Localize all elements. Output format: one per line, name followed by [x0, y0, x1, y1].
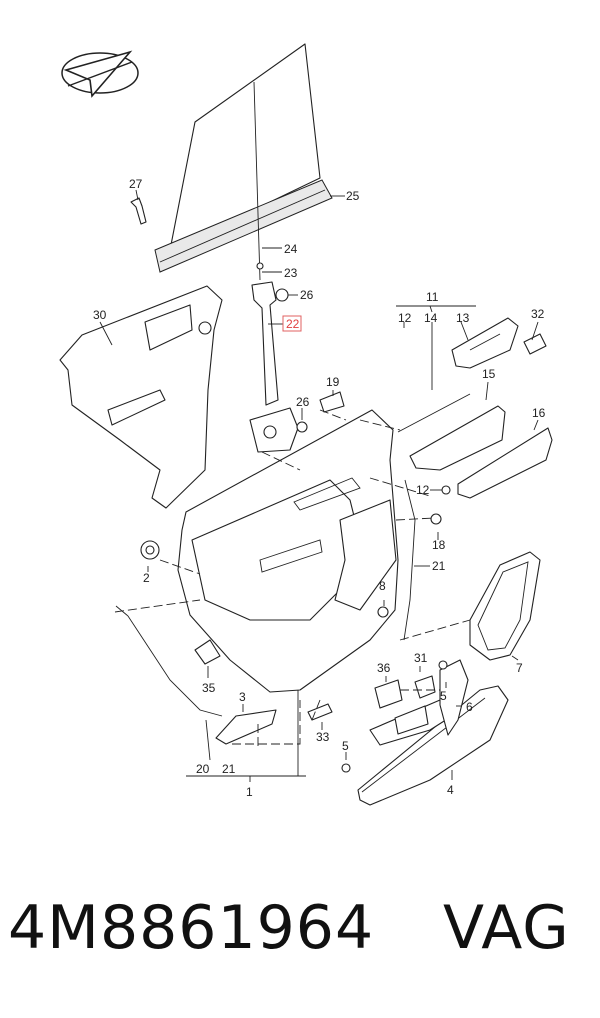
callout-8: 8 — [379, 579, 386, 593]
callout-6: 6 — [466, 700, 473, 714]
bolt-27 — [130, 197, 147, 225]
callout-32: 32 — [531, 307, 545, 321]
callout-21-right: 21 — [432, 559, 446, 573]
callout-30: 30 — [93, 308, 107, 322]
callout-31: 31 — [414, 651, 428, 665]
part-35 — [194, 639, 221, 665]
armrest-bracket-6 — [369, 659, 469, 746]
leader-lines — [99, 189, 539, 782]
parts-exploded-diagram: 25 24 23 26 22 26 27 30 19 11 12 14 13 3… — [59, 43, 553, 806]
callout-26-lower: 26 — [296, 395, 310, 409]
handle-bezel-15 — [409, 405, 506, 471]
callout-4: 4 — [447, 783, 454, 797]
callout-12-lower: 12 — [416, 483, 430, 497]
brand-label: VAG — [443, 893, 570, 963]
armrest-4 — [357, 685, 509, 806]
callout-23: 23 — [284, 266, 298, 280]
callout-12-upper: 12 — [398, 311, 412, 325]
screw-18 — [430, 513, 442, 525]
callout-7: 7 — [516, 661, 523, 675]
clip-8 — [377, 606, 389, 618]
callout-26-upper: 26 — [300, 288, 314, 302]
inner-handle-13 — [451, 317, 519, 369]
callout-3: 3 — [239, 690, 246, 704]
callout-2: 2 — [143, 571, 150, 585]
callout-24: 24 — [284, 242, 298, 256]
trim-16 — [457, 427, 553, 499]
callout-16: 16 — [532, 406, 546, 420]
part-number: 4M8861964 — [8, 893, 375, 963]
callout-11: 11 — [426, 290, 439, 304]
callout-25: 25 — [346, 189, 360, 203]
screw-5-upper — [438, 660, 448, 670]
insulation-panel — [59, 285, 223, 509]
seal-strip — [115, 605, 223, 717]
callout-13: 13 — [456, 311, 470, 325]
clip-12 — [441, 485, 451, 495]
sunblind-assembly — [154, 43, 333, 273]
trim-3 — [215, 709, 277, 745]
part-32 — [523, 333, 547, 355]
clip-2 — [140, 540, 160, 560]
switch-36 — [374, 679, 403, 709]
callout-22-highlight: 22 — [282, 315, 302, 332]
cable-14 — [397, 393, 471, 433]
callout-5-lower: 5 — [342, 739, 349, 753]
switch-31 — [414, 675, 436, 699]
callout-20: 20 — [196, 762, 210, 776]
callout-21-left: 21 — [222, 762, 236, 776]
callout-15: 15 — [482, 367, 496, 381]
callout-19: 19 — [326, 375, 340, 389]
callout-14: 14 — [424, 311, 438, 325]
door-trim-panel — [177, 409, 399, 693]
nut-26-lower — [296, 421, 308, 433]
callout-22: 22 — [286, 317, 300, 331]
guide-cable — [253, 81, 264, 281]
handle-cover-7 — [469, 551, 541, 661]
part-33 — [307, 703, 333, 721]
nut-26-upper — [275, 288, 289, 302]
cable-21 — [403, 479, 416, 641]
callout-5-upper: 5 — [440, 689, 447, 703]
callout-1: 1 — [246, 785, 253, 799]
direction-arrow-logo-icon — [61, 50, 139, 98]
callout-35: 35 — [202, 681, 216, 695]
bolt-19 — [319, 391, 345, 413]
callout-36: 36 — [377, 661, 391, 675]
assembly-dashed-lines — [114, 409, 471, 746]
callout-18: 18 — [432, 538, 446, 552]
callout-27: 27 — [129, 177, 143, 191]
callout-33: 33 — [316, 730, 330, 744]
guide-rail — [249, 281, 299, 453]
screw-5-lower — [341, 763, 351, 773]
